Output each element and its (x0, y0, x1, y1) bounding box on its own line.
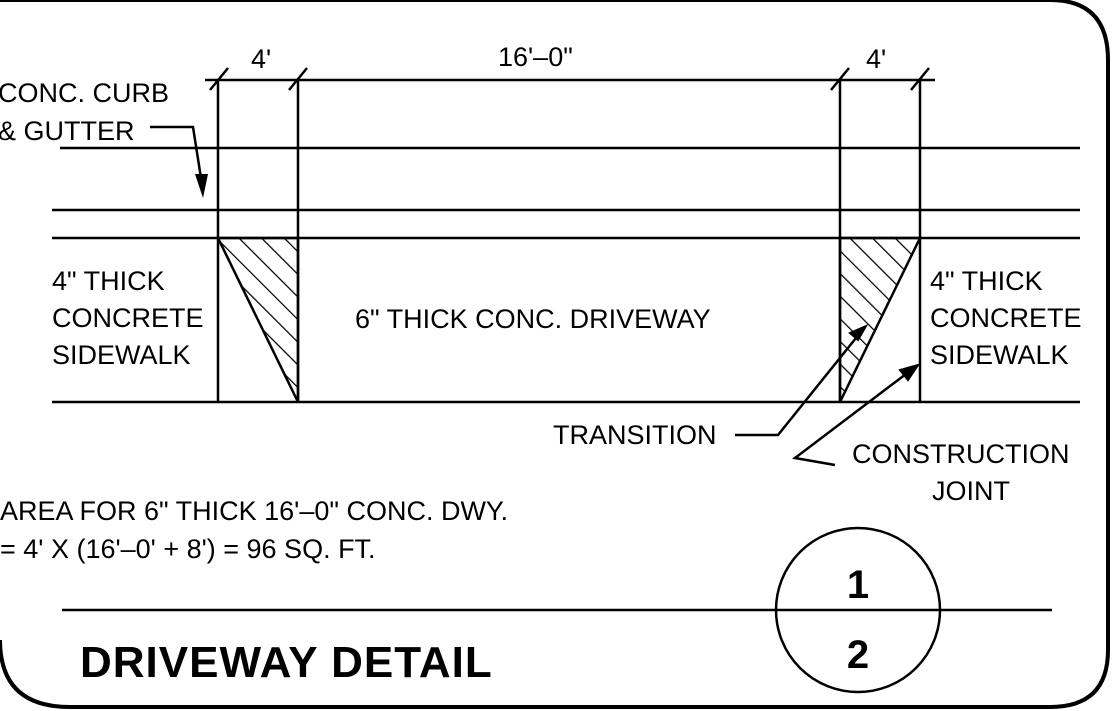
curb-label-line2: & GUTTER (0, 116, 135, 146)
transition-leader-arrow (735, 323, 869, 437)
construction-joint-label-line2: JOINT (932, 476, 1010, 506)
driveway-label: 6" THICK CONC. DRIVEWAY (355, 304, 711, 334)
area-note-line2: = 4' X (16'–0' + 8') = 96 SQ. FT. (0, 534, 376, 564)
dimension-right-width: 4' (866, 44, 886, 74)
dimension-left-width: 4' (251, 44, 271, 74)
left-sidewalk-label-line3: SIDEWALK (52, 340, 191, 370)
construction-joint-leader-arrow (791, 363, 921, 467)
dimension-driveway-width: 16'–0" (498, 42, 573, 72)
construction-joint-label-line1: CONSTRUCTION (852, 439, 1070, 469)
curb-leader-arrow (150, 125, 208, 198)
boundary-lines (216, 80, 922, 402)
detail-number: 1 (847, 563, 869, 607)
curb-lines (52, 146, 1080, 404)
transition-label: TRANSITION (553, 420, 717, 450)
detail-bubble (774, 526, 942, 694)
dimension-line (205, 67, 935, 91)
right-transition-hatch (838, 236, 923, 403)
right-sidewalk-label-line1: 4" THICK (930, 266, 1043, 296)
left-sidewalk-label-line1: 4" THICK (52, 266, 165, 296)
area-note-line1: AREA FOR 6" THICK 16'–0" CONC. DWY. (0, 496, 508, 526)
curb-label-line1: CONC. CURB (0, 78, 169, 108)
drawing-title: DRIVEWAY DETAIL (80, 638, 493, 687)
sheet-number: 2 (847, 633, 869, 677)
left-transition-hatch (215, 236, 300, 403)
left-sidewalk-label-line2: CONCRETE (52, 303, 204, 333)
right-sidewalk-label-line2: CONCRETE (930, 303, 1082, 333)
right-sidewalk-label-line3: SIDEWALK (930, 340, 1069, 370)
